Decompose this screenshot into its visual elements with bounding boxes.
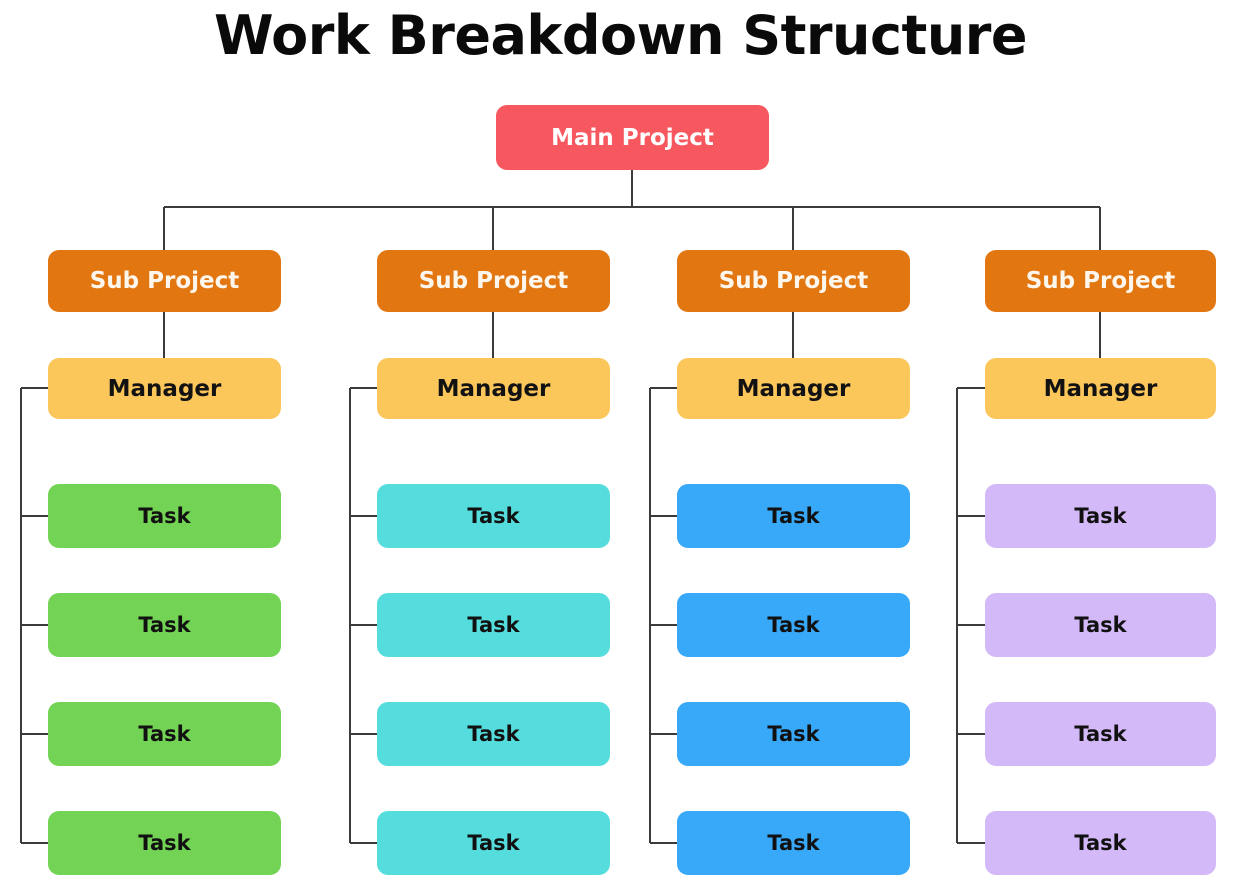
node-task-3-4[interactable]: Task: [677, 811, 910, 875]
node-task-3-2[interactable]: Task: [677, 593, 910, 657]
page-title: Work Breakdown Structure: [213, 4, 1028, 67]
node-task-1-1[interactable]: Task: [48, 484, 281, 548]
node-task-2-3[interactable]: Task: [377, 702, 610, 766]
node-task-2-4[interactable]: Task: [377, 811, 610, 875]
node-manager-3[interactable]: Manager: [677, 358, 910, 419]
node-sub-project-3[interactable]: Sub Project: [677, 250, 910, 312]
node-task-4-4[interactable]: Task: [985, 811, 1216, 875]
node-task-4-2[interactable]: Task: [985, 593, 1216, 657]
node-sub-project-2[interactable]: Sub Project: [377, 250, 610, 312]
node-task-1-2[interactable]: Task: [48, 593, 281, 657]
node-task-1-4[interactable]: Task: [48, 811, 281, 875]
node-task-4-1[interactable]: Task: [985, 484, 1216, 548]
node-task-1-3[interactable]: Task: [48, 702, 281, 766]
node-task-4-3[interactable]: Task: [985, 702, 1216, 766]
node-task-2-1[interactable]: Task: [377, 484, 610, 548]
node-task-3-1[interactable]: Task: [677, 484, 910, 548]
node-sub-project-1[interactable]: Sub Project: [48, 250, 281, 312]
node-manager-1[interactable]: Manager: [48, 358, 281, 419]
node-task-3-3[interactable]: Task: [677, 702, 910, 766]
node-sub-project-4[interactable]: Sub Project: [985, 250, 1216, 312]
node-main-project[interactable]: Main Project: [496, 105, 769, 170]
node-manager-4[interactable]: Manager: [985, 358, 1216, 419]
node-manager-2[interactable]: Manager: [377, 358, 610, 419]
node-task-2-2[interactable]: Task: [377, 593, 610, 657]
